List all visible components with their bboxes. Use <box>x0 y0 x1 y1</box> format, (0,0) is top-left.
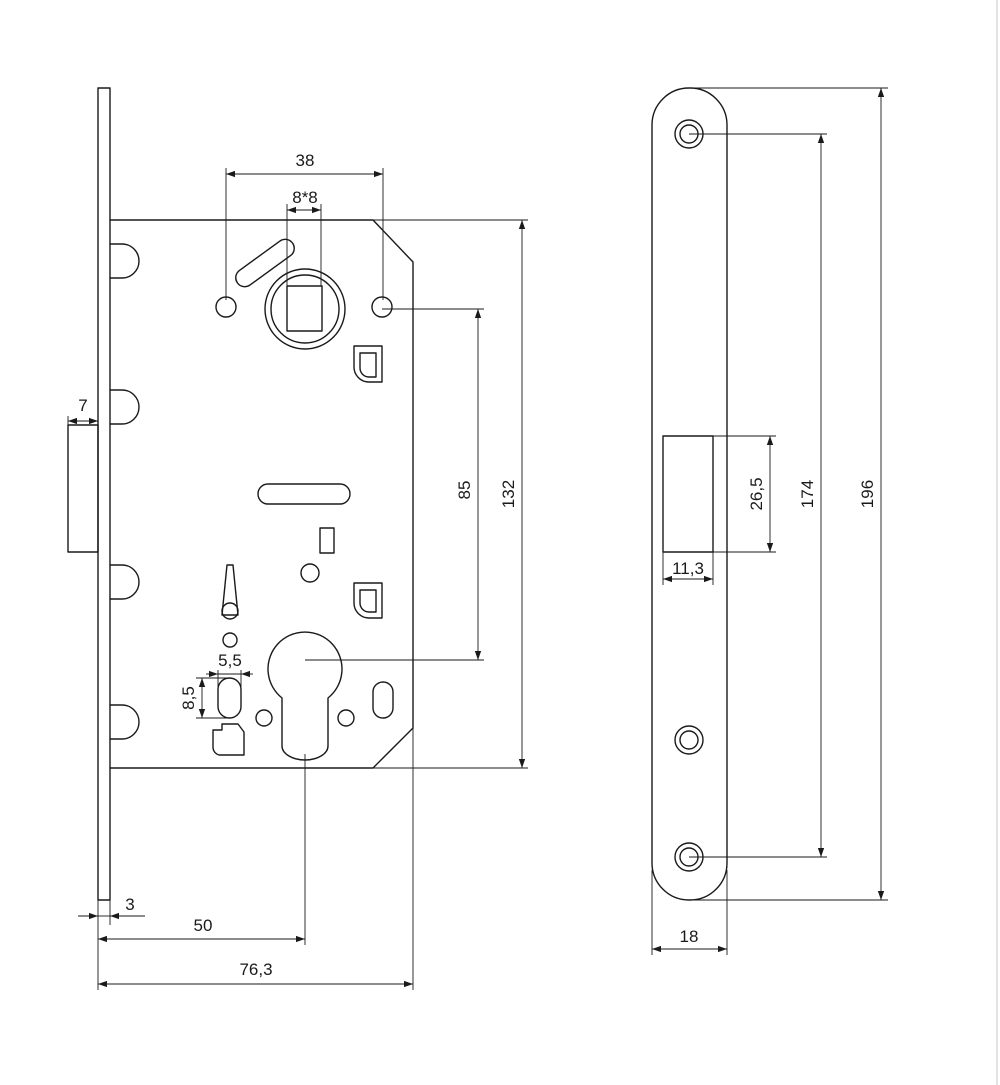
faceplate-hole-mid-inner <box>679 730 699 750</box>
dimension-85: 85 <box>305 308 484 661</box>
follower-hub-inner <box>270 274 340 344</box>
dim-label-50: 50 <box>194 916 213 935</box>
dim-label-174: 174 <box>798 480 817 508</box>
dimension-132: 132 <box>373 219 528 769</box>
dim-label-26-5: 26,5 <box>747 477 766 510</box>
hole-small-left <box>222 632 238 648</box>
dimension-7: 7 <box>67 396 99 427</box>
dimension-8x8: 8*8 <box>286 188 322 286</box>
pin-end <box>221 602 239 620</box>
pin <box>221 564 239 616</box>
dim-label-76-3: 76,3 <box>239 960 272 979</box>
dim-label-7: 7 <box>78 396 87 415</box>
cam-slot <box>235 238 295 288</box>
oval-slot-right <box>372 681 394 719</box>
dim-label-8x8: 8*8 <box>292 188 318 207</box>
lock-case <box>109 219 414 769</box>
faceplate-hole-mid-outer <box>674 725 704 755</box>
dimension-11-3: 11,3 <box>662 552 714 585</box>
dim-label-196: 196 <box>858 480 877 508</box>
dim-label-132: 132 <box>499 480 518 508</box>
hole-lower-right <box>337 709 355 727</box>
dimension-196: 196 <box>689 87 888 901</box>
faceplate-front-view: 196 174 26,5 11,3 18 <box>651 87 888 955</box>
small-tab <box>319 527 335 554</box>
dimension-50: 50 <box>97 754 306 990</box>
dim-label-38: 38 <box>296 151 315 170</box>
small-bracket <box>212 723 245 756</box>
dim-label-5-5: 5,5 <box>218 651 242 670</box>
latch-bolt <box>67 424 99 553</box>
cylinder-cutout <box>267 631 343 761</box>
dimension-5-5: 5,5 <box>206 651 253 690</box>
latch-opening <box>662 435 714 553</box>
dim-label-18: 18 <box>680 927 699 946</box>
dimension-18: 18 <box>651 870 728 955</box>
dimension-8-5: 8,5 <box>179 677 230 719</box>
spindle-square <box>286 285 323 332</box>
horizontal-slot <box>257 483 351 505</box>
screw-hole-right <box>371 296 393 318</box>
dimension-174: 174 <box>689 133 827 858</box>
follower-hub-outer <box>264 268 346 350</box>
dimension-26-5: 26,5 <box>713 435 776 553</box>
hole-lower-left <box>255 709 273 727</box>
lock-body-view: 38 8*8 7 85 132 <box>67 87 528 990</box>
dim-label-8-5: 8,5 <box>179 686 198 710</box>
oval-slot <box>217 677 242 719</box>
faceplate <box>97 87 111 901</box>
dim-label-85: 85 <box>455 481 474 500</box>
dimension-3: 3 <box>78 895 145 925</box>
d-cutouts <box>353 345 383 619</box>
faceplate-studs <box>109 243 140 740</box>
dimension-38: 38 <box>225 151 384 300</box>
dim-label-3: 3 <box>125 895 134 914</box>
dimension-76-3: 76,3 <box>98 728 414 990</box>
dim-label-11-3: 11,3 <box>672 559 704 578</box>
hole-middle <box>300 563 320 583</box>
